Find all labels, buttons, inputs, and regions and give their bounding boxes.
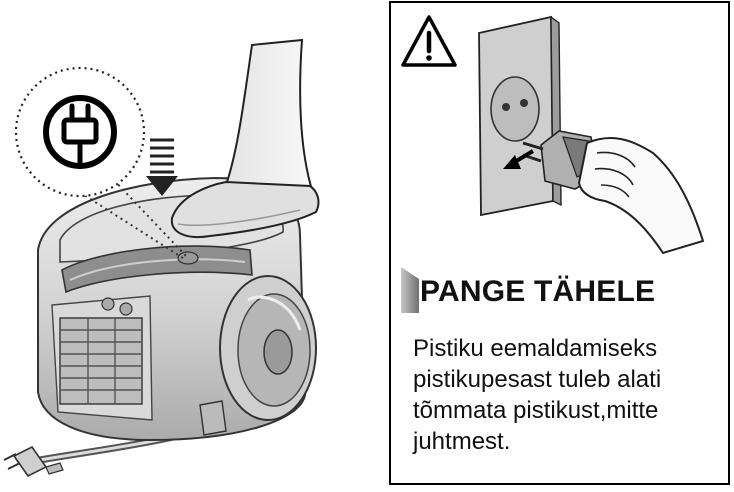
vacuum-cord-rewind-illustration xyxy=(3,38,320,478)
hand-pulling-plug xyxy=(522,130,705,255)
notice-line: tõmmata pistikust,mitte xyxy=(413,397,659,424)
unplug-illustration xyxy=(401,15,705,255)
warning-triangle-icon xyxy=(401,15,457,67)
notice-heading: PANGE TÄHELE xyxy=(420,275,656,308)
cord-rewind-pedal xyxy=(177,251,199,265)
exhaust-grille xyxy=(59,317,143,405)
cord-rewind-callout xyxy=(14,66,146,198)
foot-pressing-pedal xyxy=(170,38,320,238)
notice-text: Pistiku eemaldamiseks pistikupesast tule… xyxy=(413,333,723,457)
plug-icon xyxy=(43,95,117,169)
vacuum-body xyxy=(37,176,317,442)
notice-panel: PANGE TÄHELE Pistiku eemaldamiseks pisti… xyxy=(389,1,730,485)
notice-heading-row: PANGE TÄHELE xyxy=(401,265,721,317)
wall-outlet xyxy=(478,15,562,217)
press-down-arrow xyxy=(146,138,178,196)
side-wheel xyxy=(219,275,317,421)
notice-line: pistikupesast tuleb alati xyxy=(413,366,662,393)
notice-line: juhtmest. xyxy=(413,428,511,455)
notice-line: Pistiku eemaldamiseks xyxy=(413,335,658,362)
power-plug xyxy=(3,445,64,478)
heading-gradient-tab xyxy=(401,267,419,313)
pull-direction-arrow xyxy=(503,149,535,169)
